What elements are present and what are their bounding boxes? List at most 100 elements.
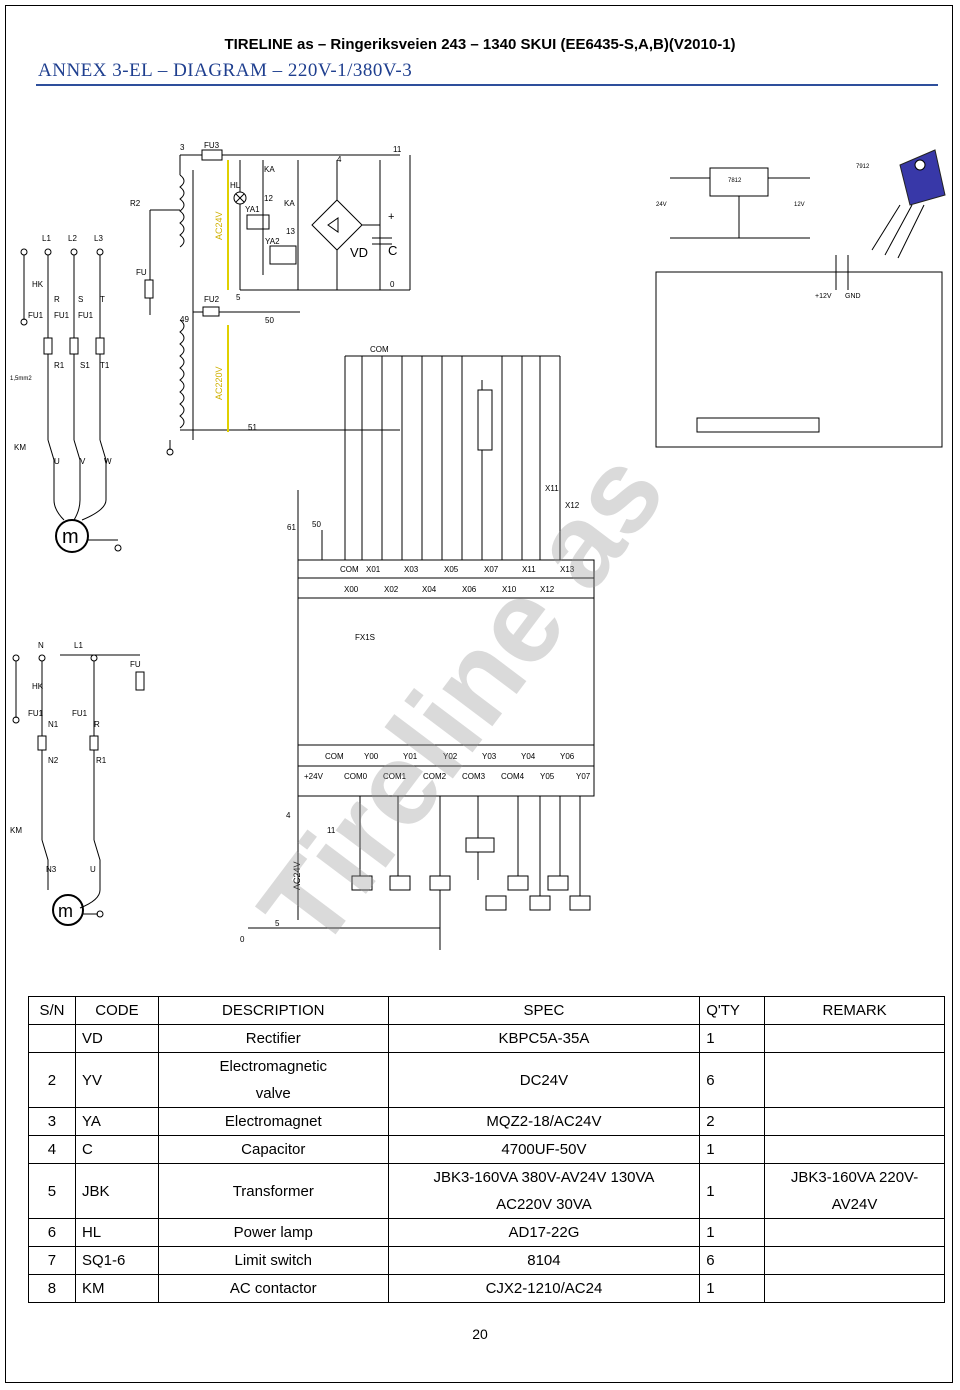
table-row: 7 SQ1-6 Limit switch 8104 6 (28, 1246, 945, 1275)
svg-text:KA: KA (264, 165, 275, 174)
svg-text:FU: FU (130, 660, 141, 669)
svg-text:X06: X06 (462, 585, 477, 594)
cell-sn: 8 (28, 1274, 76, 1303)
svg-text:+24V: +24V (304, 772, 324, 781)
cell-remark (764, 1107, 945, 1136)
svg-text:50: 50 (312, 520, 321, 529)
cell-spec: CJX2-1210/AC24 (387, 1274, 701, 1303)
parts-table: S/N CODE DESCRIPTION SPEC Q'TY REMARK VD… (28, 996, 945, 1303)
header-description: DESCRIPTION (157, 996, 389, 1025)
svg-text:0: 0 (240, 935, 245, 944)
cell-remark (764, 1274, 945, 1303)
cell-spec-line2: AC220V 30VA (496, 1196, 592, 1213)
svg-text:X00: X00 (344, 585, 359, 594)
header-remark: REMARK (764, 996, 945, 1025)
svg-text:KM: KM (14, 443, 26, 452)
cell-spec: JBK3-160VA 380V-AV24V 130VA AC220V 30VA (387, 1163, 701, 1219)
svg-text:X11: X11 (545, 484, 559, 493)
svg-text:W: W (104, 457, 112, 466)
svg-text:Y05: Y05 (540, 772, 555, 781)
cell-sn: 5 (28, 1163, 76, 1219)
svg-text:61: 61 (287, 523, 296, 532)
table-row: 8 KM AC contactor CJX2-1210/AC24 1 (28, 1274, 945, 1303)
cell-code: YA (74, 1107, 159, 1136)
svg-text:+12V: +12V (815, 293, 832, 300)
svg-text:FX1S: FX1S (355, 633, 375, 642)
cell-code: KM (74, 1274, 159, 1303)
svg-text:GND: GND (845, 293, 861, 300)
cell-qty: 6 (699, 1246, 766, 1275)
cell-sn: 6 (28, 1218, 76, 1247)
cell-code: YV (74, 1052, 159, 1108)
svg-text:VD: VD (350, 245, 368, 260)
cell-description-line1: Electromagnetic (219, 1058, 328, 1075)
svg-text:51: 51 (248, 423, 257, 432)
svg-text:Y03: Y03 (482, 752, 497, 761)
svg-text:AC24V: AC24V (292, 861, 302, 890)
svg-text:4: 4 (286, 811, 291, 820)
svg-text:S1: S1 (80, 361, 90, 370)
svg-text:50: 50 (265, 316, 274, 325)
header-sn: S/N (28, 996, 76, 1025)
svg-text:X05: X05 (444, 565, 459, 574)
cell-remark (764, 1024, 945, 1053)
cell-qty: 1 (699, 1218, 766, 1247)
cell-remark (764, 1218, 945, 1247)
svg-text:Y07: Y07 (576, 772, 591, 781)
svg-text:L1: L1 (74, 641, 83, 650)
svg-text:N: N (38, 641, 44, 650)
cell-qty: 6 (699, 1052, 766, 1108)
svg-text:COM4: COM4 (501, 772, 525, 781)
svg-text:X10: X10 (502, 585, 517, 594)
plc-outputs: 4 11 AC24V 0 5 (240, 796, 591, 950)
svg-text:X02: X02 (384, 585, 399, 594)
cell-spec: MQZ2-18/AC24V (387, 1107, 701, 1136)
svg-text:COM0: COM0 (344, 772, 368, 781)
cell-sn: 4 (28, 1135, 76, 1164)
svg-text:T: T (100, 295, 105, 304)
cell-code: HL (74, 1218, 159, 1247)
cell-description: Power lamp (157, 1218, 389, 1247)
svg-text:m: m (62, 526, 79, 548)
cell-spec: 4700UF-50V (387, 1135, 701, 1164)
svg-text:R: R (54, 295, 60, 304)
table-row: 3 YA Electromagnet MQZ2-18/AC24V 2 (28, 1107, 945, 1136)
svg-text:1,5mm2: 1,5mm2 (10, 376, 32, 382)
svg-text:U: U (90, 865, 96, 874)
single-phase-section: N L1 FU HK FU1 FU1 N1 R N2 R1 KM N3 U m (10, 641, 145, 926)
svg-text:X01: X01 (366, 565, 381, 574)
cell-spec: DC24V (387, 1052, 701, 1108)
table-row: 4 C Capacitor 4700UF-50V 1 (28, 1135, 945, 1164)
table-header-row: S/N CODE DESCRIPTION SPEC Q'TY REMARK (28, 996, 945, 1025)
svg-text:13: 13 (286, 227, 295, 236)
header-qty: Q'TY (699, 996, 766, 1025)
cell-description: Rectifier (157, 1024, 389, 1053)
cell-description: Limit switch (157, 1246, 389, 1275)
title-underline (36, 84, 938, 86)
svg-text:11: 11 (327, 826, 336, 835)
svg-text:X07: X07 (484, 565, 499, 574)
page-frame (5, 5, 953, 1383)
table-row: 6 HL Power lamp AD17-22G 1 (28, 1218, 945, 1247)
cell-description: AC contactor (157, 1274, 389, 1303)
svg-text:FU1: FU1 (78, 311, 94, 320)
svg-text:FU2: FU2 (204, 295, 220, 304)
svg-text:KM: KM (10, 826, 22, 835)
company-header: TIRELINE as – Ringeriksveien 243 – 1340 … (224, 36, 736, 53)
svg-text:AC220V: AC220V (214, 366, 224, 400)
svg-text:YA2: YA2 (265, 237, 280, 246)
cell-remark-line2: AV24V (831, 1196, 878, 1213)
svg-text:YA1: YA1 (245, 205, 260, 214)
plc-inputs: COM X11 X12 61 50 (287, 345, 580, 560)
cell-description: Electromagnet (157, 1107, 389, 1136)
svg-text:X13: X13 (560, 565, 575, 574)
svg-text:7912: 7912 (856, 164, 870, 170)
svg-text:FU: FU (136, 268, 147, 277)
cell-qty: 1 (699, 1163, 766, 1219)
svg-text:HK: HK (32, 280, 44, 289)
cell-remark (764, 1052, 945, 1108)
svg-text:FU1: FU1 (28, 311, 44, 320)
cell-description-line2: valve (255, 1085, 291, 1102)
header-code: CODE (74, 996, 159, 1025)
svg-text:L1: L1 (42, 234, 51, 243)
